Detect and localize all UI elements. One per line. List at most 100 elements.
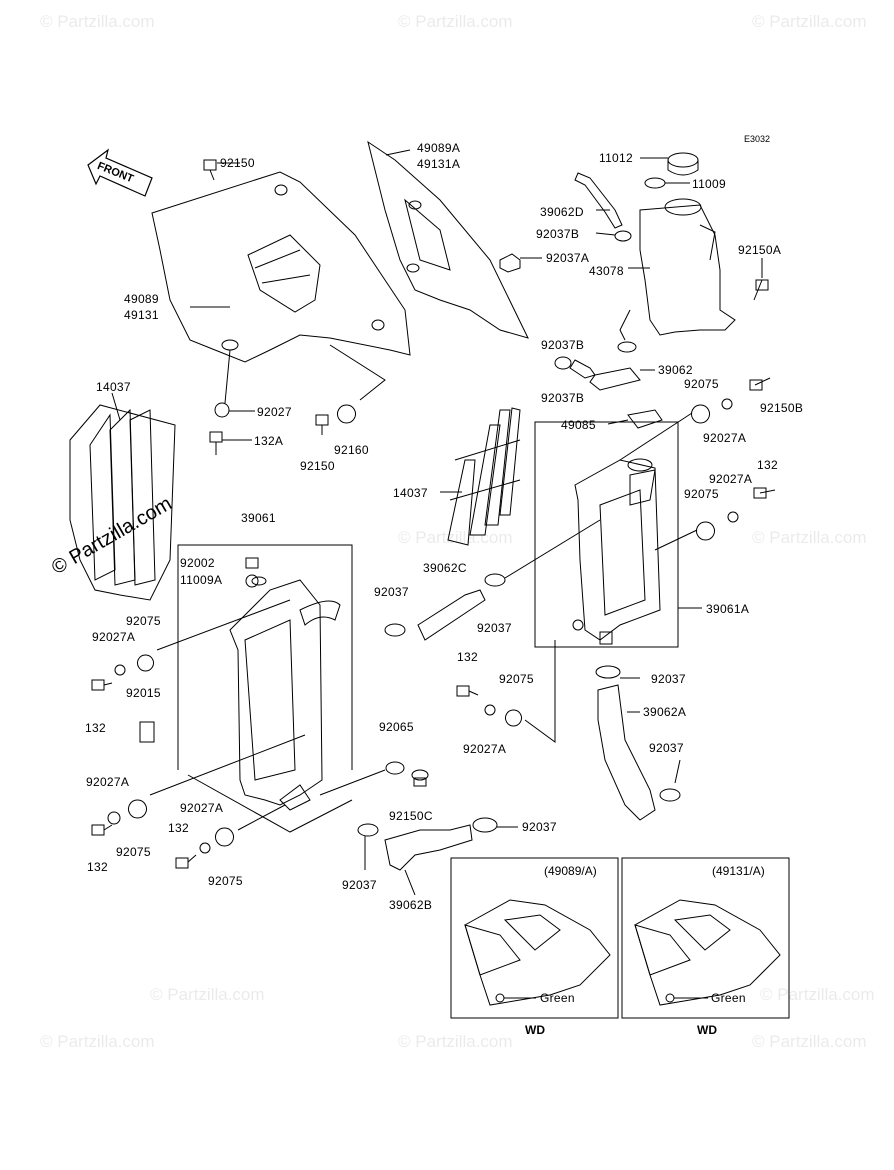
part-label[interactable]: 92075 xyxy=(684,487,719,501)
part-label[interactable]: 92037 xyxy=(522,820,557,834)
washer-92027A-l3-icon xyxy=(199,842,211,854)
part-label[interactable]: 92075 xyxy=(116,845,151,859)
part-label[interactable]: 92150B xyxy=(760,401,804,415)
washer-92027A-l1-icon xyxy=(114,664,126,676)
clamp-92037-b-icon xyxy=(357,823,379,837)
part-label[interactable]: 92075 xyxy=(499,672,534,686)
part-label[interactable]: 92037 xyxy=(374,585,409,599)
part-label[interactable]: 92027A xyxy=(86,775,130,789)
part-label[interactable]: 92037B xyxy=(541,338,585,352)
part-label[interactable]: 132 xyxy=(757,458,778,472)
clamp-92037B-b-icon xyxy=(617,341,637,353)
radiator-guard-right-drawing xyxy=(447,407,521,546)
part-label[interactable]: 92150A xyxy=(738,243,782,257)
watermark-text: © Partzilla.com xyxy=(40,1032,155,1051)
part-label[interactable]: 92160 xyxy=(334,443,369,457)
part-label[interactable]: 39061 xyxy=(241,511,276,525)
watermark-text: © Partzilla.com xyxy=(752,1032,867,1051)
nut-92015-icon xyxy=(139,721,155,743)
part-label[interactable]: 132 xyxy=(168,821,189,835)
part-label[interactable]: 132 xyxy=(87,860,108,874)
leader-49089A xyxy=(385,149,411,156)
part-label[interactable]: 39062 xyxy=(658,363,693,377)
seal-11009-icon xyxy=(644,177,666,189)
watermark-text: © Partzilla.com xyxy=(398,12,513,31)
inset-footer: WD xyxy=(697,1023,717,1037)
clamp-92037A-icon xyxy=(499,253,521,273)
part-label[interactable]: 39061A xyxy=(706,602,750,616)
part-label[interactable]: 11009A xyxy=(180,573,223,587)
part-label[interactable]: 92150 xyxy=(220,156,255,170)
seal-11009A-icon xyxy=(251,576,267,586)
part-label[interactable]: 132 xyxy=(85,721,106,735)
hose-39062C-icon xyxy=(417,589,486,641)
bolt-92150A-icon xyxy=(753,279,769,301)
part-label[interactable]: 92065 xyxy=(379,720,414,734)
part-label[interactable]: 92037B xyxy=(536,227,580,241)
watermark-text: © Partzilla.com xyxy=(752,528,867,547)
part-label[interactable]: 49131A xyxy=(417,157,461,171)
watermark-text: © Partzilla.com xyxy=(752,12,867,31)
hose-39062D-icon xyxy=(574,172,623,229)
washer-92027A-r1-icon xyxy=(721,398,733,410)
inset-title: (49089/A) xyxy=(544,864,597,878)
inset-box-49131 xyxy=(621,857,790,1019)
part-label[interactable]: 39062B xyxy=(389,898,433,912)
part-label[interactable]: 14037 xyxy=(393,486,428,500)
color-note: Green xyxy=(540,991,575,1005)
part-label[interactable]: 92075 xyxy=(208,874,243,888)
part-label[interactable]: 49131 xyxy=(124,308,159,322)
part-label[interactable]: 92027A xyxy=(463,742,507,756)
clamp-92037B-c-icon xyxy=(554,356,572,370)
clamp-92037-r4-icon xyxy=(659,788,681,802)
part-label[interactable]: 39062D xyxy=(540,205,584,219)
inset-shroud-right-drawing xyxy=(634,899,781,1006)
part-label[interactable]: 92015 xyxy=(126,686,161,700)
part-label[interactable]: 92037 xyxy=(651,672,686,686)
part-label[interactable]: 39062C xyxy=(423,561,467,575)
part-label[interactable]: 92027 xyxy=(257,405,292,419)
part-label[interactable]: 92150C xyxy=(389,809,433,823)
part-label[interactable]: 92027A xyxy=(703,431,747,445)
part-label[interactable]: 11009 xyxy=(692,177,726,191)
washer-92065-icon xyxy=(385,761,405,775)
inset-box-49089 xyxy=(450,857,619,1019)
part-label[interactable]: 92027A xyxy=(180,801,224,815)
part-label[interactable]: 43078 xyxy=(589,264,624,278)
part-label[interactable]: 49089A xyxy=(417,141,461,155)
grommet-92075-r2-icon xyxy=(696,521,715,541)
bolt-132-l1-icon xyxy=(91,679,113,691)
part-label[interactable]: 49089 xyxy=(124,292,159,306)
hose-39062A-icon xyxy=(597,684,656,821)
diagram-code: E3032 xyxy=(744,134,771,144)
clamp-92037-r3-icon xyxy=(595,665,621,679)
part-label[interactable]: 132A xyxy=(254,434,284,448)
clamp-92037-c1-icon xyxy=(384,623,406,637)
radiator-left-drawing xyxy=(229,574,341,811)
part-label[interactable]: 39062A xyxy=(643,705,687,719)
pipe-short-icon xyxy=(569,359,596,379)
grommet-92075-l1-icon xyxy=(137,654,154,672)
part-label[interactable]: 92037 xyxy=(649,741,684,755)
part-label[interactable]: 132 xyxy=(457,650,478,664)
part-label[interactable]: 49085 xyxy=(561,418,596,432)
part-label[interactable]: 92037B xyxy=(541,391,585,405)
inset-shroud-left-drawing xyxy=(464,899,611,1006)
part-label[interactable]: 92150 xyxy=(300,459,335,473)
part-label[interactable]: 92002 xyxy=(180,556,215,570)
grommet-92075-l3-icon xyxy=(215,827,234,847)
clamp-92037B-icon xyxy=(614,230,632,242)
part-label[interactable]: 92075 xyxy=(684,377,719,391)
part-label[interactable]: 92075 xyxy=(126,614,161,628)
part-label[interactable]: 11012 xyxy=(599,151,633,165)
part-label[interactable]: 92037A xyxy=(546,251,590,265)
part-label[interactable]: 14037 xyxy=(96,380,131,394)
reservoir-tank-drawing xyxy=(639,198,736,336)
part-label[interactable]: 92037 xyxy=(342,878,377,892)
watermark-text: © Partzilla.com xyxy=(40,12,155,31)
part-label[interactable]: 92037 xyxy=(477,621,512,635)
part-label[interactable]: 92027A xyxy=(92,630,136,644)
part-label[interactable]: 92027A xyxy=(709,472,753,486)
cap-92002-icon xyxy=(245,557,259,569)
